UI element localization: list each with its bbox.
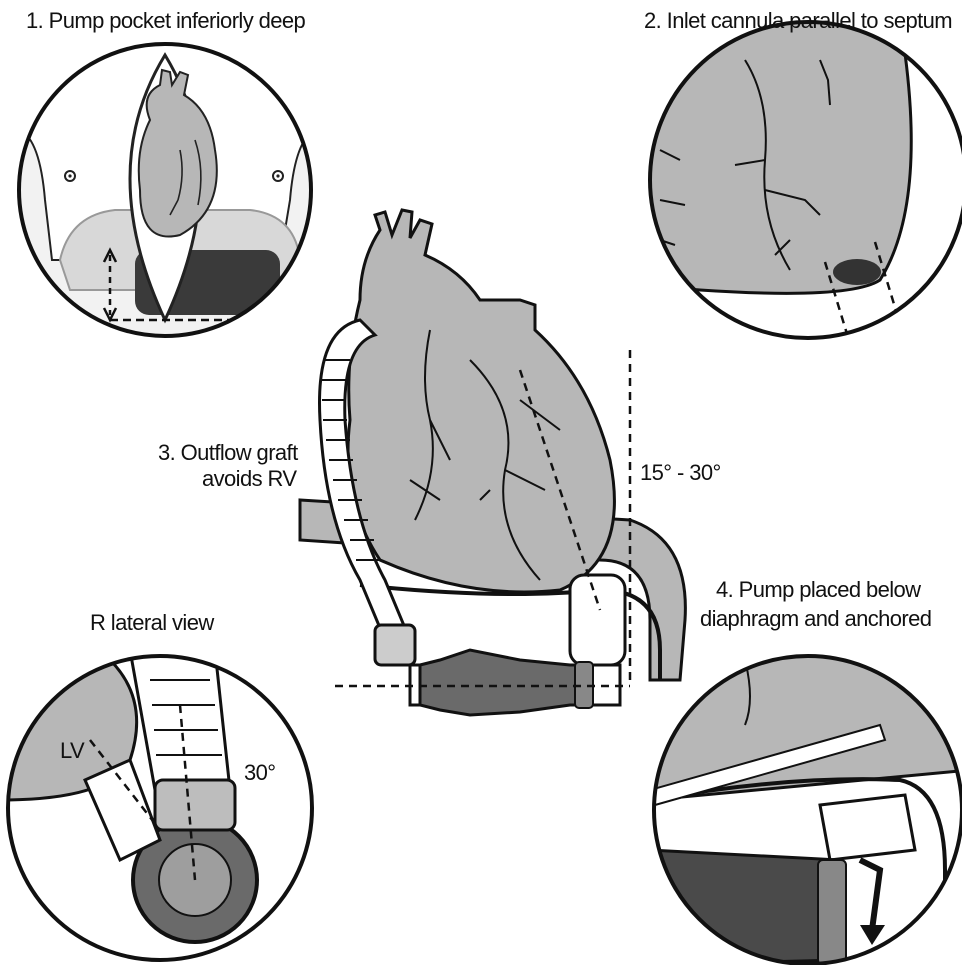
- inset-lateral-view: [0, 650, 312, 960]
- label-lv: LV: [60, 738, 84, 764]
- inset-pump-pocket: [10, 44, 320, 340]
- label-outflow-graft-line2: avoids RV: [202, 466, 296, 492]
- label-angle-30: 30°: [244, 760, 275, 786]
- inset-inlet-cannula: [640, 20, 962, 360]
- label-outflow-graft-line1: 3. Outflow graft: [158, 440, 298, 466]
- inset-pump-below-diaphragm: [650, 655, 962, 965]
- label-pump-placed-line1: 4. Pump placed below: [716, 577, 920, 603]
- label-pump-pocket: 1. Pump pocket inferiorly deep: [26, 8, 305, 34]
- label-angle-range: 15° - 30°: [640, 460, 721, 486]
- main-heart-illustration: [300, 210, 685, 715]
- label-inlet-cannula: 2. Inlet cannula parallel to septum: [644, 8, 952, 34]
- label-pump-placed-line2: diaphragm and anchored: [700, 606, 931, 632]
- label-lateral-view: R lateral view: [90, 610, 214, 636]
